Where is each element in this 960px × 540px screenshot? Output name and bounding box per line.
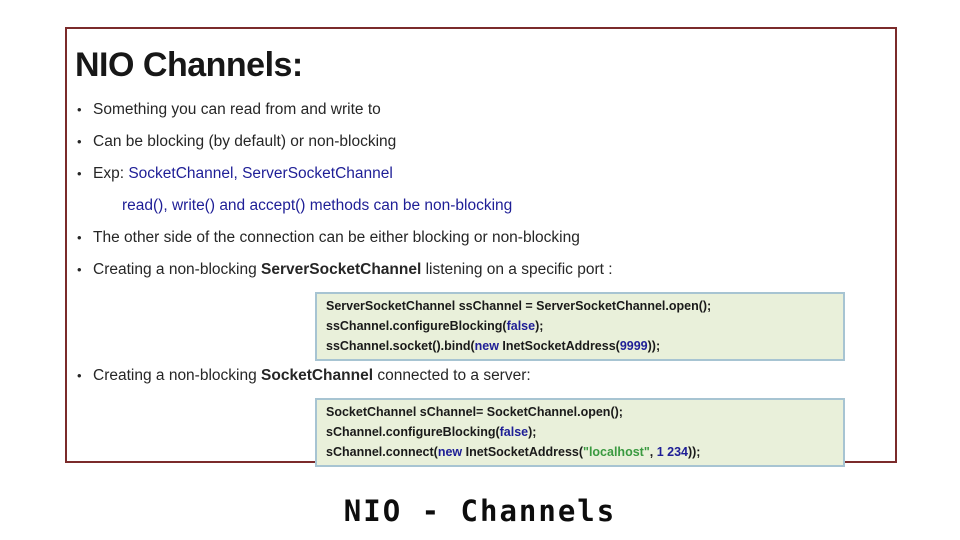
code-keyword: new [437,445,463,459]
code-line: ssChannel.socket().bind(new InetSocketAd… [326,336,834,356]
bullet-text: The other side of the connection can be … [93,229,580,246]
code-keyword: new [474,339,499,353]
text-segment: SocketChannel sChannel= SocketChannel.op… [326,405,623,419]
text-segment: ); [535,319,544,333]
bullet-text: Something you can read from and write to [93,101,381,118]
code-number: 1 234 [656,445,688,459]
bullet-item: • Exp: SocketChannel, ServerSocketChannel [67,164,895,183]
text-segment: Can be blocking (by default) or non-bloc… [93,133,397,150]
text-segment: Exp: [93,165,129,182]
text-segment: sChannel.configureBlocking( [326,425,500,439]
bullet-marker: • [77,262,82,277]
text-segment: Creating a non-blocking [93,367,262,384]
text-segment: read(), write() and accept() methods can… [122,197,513,214]
text-segment: )); [687,445,701,459]
bullet-item: • Creating a non-blocking ServerSocketCha… [67,260,895,279]
text-segment: ); [528,425,537,439]
code-keyword: false [499,425,529,439]
slide-title: NIO Channels: [75,46,303,84]
text-segment: SocketChannel, ServerSocketChannel [128,165,393,182]
text-segment: SocketChannel [261,367,374,384]
text-segment: InetSocketAddress( [498,339,620,353]
slide-caption: NIO - Channels [343,494,617,528]
text-segment: ssChannel.configureBlocking( [326,319,507,333]
text-segment: )); [647,339,661,353]
code-keyword: false [506,319,536,333]
bullet-marker: • [77,368,82,383]
text-segment: ssChannel.socket().bind( [326,339,475,353]
bullet-marker: • [77,230,82,245]
slide-content: • Something you can read from and write t… [67,100,895,467]
code-line: ssChannel.configureBlocking(false); [326,316,834,336]
code-line: sChannel.configureBlocking(false); [326,422,834,442]
text-segment: sChannel.connect( [326,445,438,459]
text-segment: , [649,445,657,459]
slide-frame: NIO Channels: • Something you can read fr… [65,27,897,467]
text-segment: Something you can read from and write to [93,101,381,118]
bullet-marker: • [77,166,82,181]
bullet-marker: • [77,102,82,117]
bullet-item: • Can be blocking (by default) or non-blo… [67,132,895,151]
code-string: "localhost" [583,445,650,459]
text-segment: ServerSocketChannel ssChannel = ServerSo… [326,299,712,313]
bullet-item: • Something you can read from and write t… [67,100,895,119]
bullet-item: • Creating a non-blocking SocketChannel c… [67,366,895,385]
bullet-text: read(), write() and accept() methods can… [122,197,512,214]
code-line: sChannel.connect(new InetSocketAddress("… [326,442,834,462]
bullet-item: • The other side of the connection can be… [67,228,895,247]
bullet-text: Can be blocking (by default) or non-bloc… [93,133,396,150]
text-segment: listening on a specific port : [421,261,613,278]
bullet-text: Creating a non-blocking ServerSocketChan… [93,261,613,278]
code-line: SocketChannel sChannel= SocketChannel.op… [326,402,834,422]
bullet-text: Creating a non-blocking SocketChannel co… [93,367,531,384]
code-block: ServerSocketChannel ssChannel = ServerSo… [315,292,845,361]
text-segment: The other side of the connection can be … [93,229,580,246]
code-line: ServerSocketChannel ssChannel = ServerSo… [326,296,834,316]
bullet-text: Exp: SocketChannel, ServerSocketChannel [93,165,393,182]
bullet-marker: • [77,134,82,149]
code-block: SocketChannel sChannel= SocketChannel.op… [315,398,845,467]
text-segment: Creating a non-blocking [93,261,262,278]
text-segment: InetSocketAddress( [462,445,584,459]
text-segment: connected to a server: [373,367,531,384]
sub-line: read(), write() and accept() methods can… [67,196,895,215]
code-number: 9999 [619,339,648,353]
text-segment: ServerSocketChannel [261,261,422,278]
